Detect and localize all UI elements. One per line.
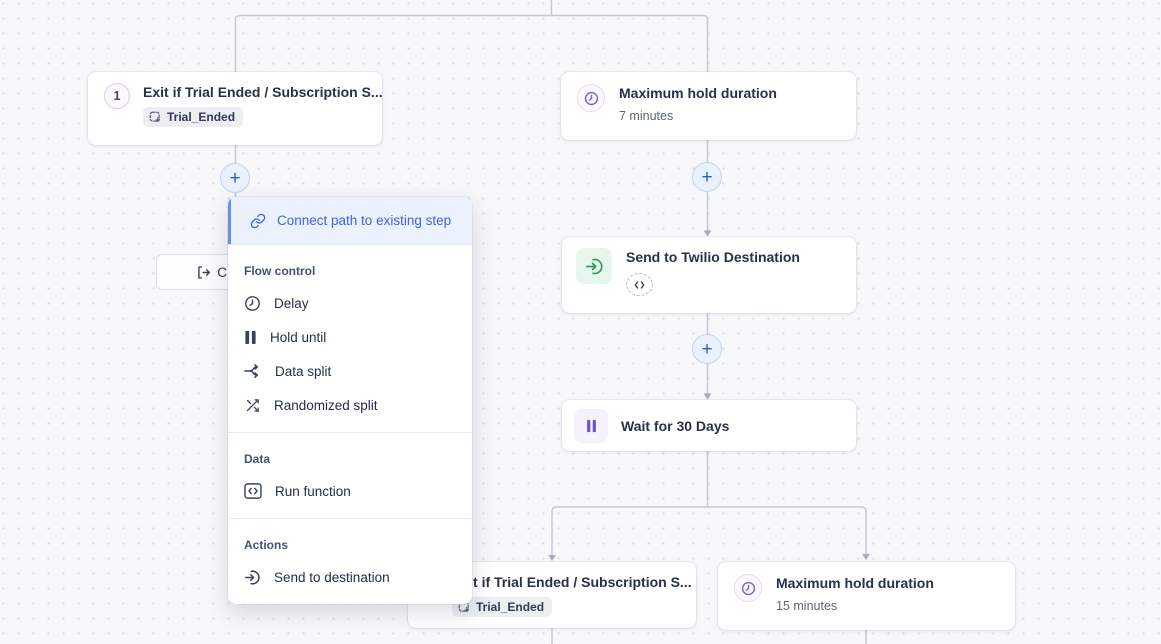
node-exit-rule-top[interactable]: 1 Exit if Trial Ended / Subscription S..… (88, 72, 382, 145)
add-step-button-right-2[interactable]: + (692, 334, 722, 364)
menu-section-header: Data (244, 452, 271, 466)
function-source-badge (626, 273, 653, 296)
step-number-badge: 1 (104, 83, 130, 109)
pause-icon (574, 408, 608, 443)
pause-icon (245, 330, 256, 344)
plus-icon: + (701, 338, 713, 360)
exit-step-partial[interactable]: C (156, 254, 238, 290)
menu-item-label: Delay (274, 295, 309, 311)
menu-section-header: Flow control (244, 264, 316, 278)
menu-item-randomized-split[interactable]: Randomized split (228, 388, 472, 422)
menu-item-label: Send to destination (274, 569, 390, 585)
node-send-to-destination[interactable]: Send to Twilio Destination (562, 237, 856, 313)
menu-item-label: Connect path to existing step (277, 213, 452, 228)
menu-divider (228, 244, 472, 245)
menu-divider (228, 518, 472, 519)
node-title: Maximum hold duration (776, 575, 934, 591)
node-max-hold-top[interactable]: Maximum hold duration 7 minutes (561, 72, 856, 140)
node-title: Maximum hold duration (619, 85, 777, 101)
add-step-button-right-1[interactable]: + (692, 162, 722, 192)
plus-icon: + (701, 166, 713, 188)
send-to-destination-icon (576, 248, 612, 284)
node-title: Exit if Trial Ended / Subscription S... (143, 84, 382, 100)
menu-section-flow-control: Flow control Delay Hold until Data split… (228, 245, 472, 432)
add-step-button-left[interactable]: + (220, 163, 250, 193)
partial-label: C (217, 264, 227, 280)
audience-tag-label: Trial_Ended (167, 110, 236, 124)
menu-section-data: Data Run function (228, 433, 472, 518)
node-subtitle: 15 minutes (776, 599, 838, 613)
node-subtitle: 7 minutes (619, 109, 674, 123)
send-to-destination-icon (244, 569, 260, 585)
menu-item-run-function[interactable]: Run function (228, 474, 472, 508)
menu-item-label: Hold until (270, 329, 327, 345)
menu-divider (228, 432, 472, 433)
node-title: Send to Twilio Destination (626, 249, 800, 265)
menu-item-label: Run function (275, 483, 351, 499)
clock-icon (734, 574, 762, 602)
menu-section-actions: Actions Send to destination (228, 519, 472, 604)
clock-icon (245, 295, 260, 311)
audience-tag: Trial_Ended (143, 107, 244, 127)
add-step-menu: Connect path to existing step Flow contr… (228, 197, 472, 604)
menu-item-delay[interactable]: Delay (228, 286, 472, 320)
menu-item-connect-path[interactable]: Connect path to existing step (228, 197, 472, 244)
audience-tag-label: Trial_Ended (476, 600, 545, 614)
menu-item-label: Randomized split (274, 397, 378, 413)
menu-item-send-to-destination[interactable]: Send to destination (228, 560, 472, 594)
plus-icon: + (229, 167, 241, 189)
clock-icon (577, 84, 605, 112)
menu-item-label: Data split (275, 363, 332, 379)
node-max-hold-bottom[interactable]: Maximum hold duration 15 minutes (718, 562, 1015, 630)
exit-icon (198, 265, 211, 279)
shuffle-icon (246, 398, 259, 412)
menu-item-data-split[interactable]: Data split (228, 354, 472, 388)
menu-section-header: Actions (244, 538, 289, 552)
link-icon (250, 213, 266, 228)
code-icon (244, 483, 262, 499)
node-wait[interactable]: Wait for 30 Days (562, 400, 856, 451)
data-split-icon (244, 364, 259, 378)
menu-item-hold-until[interactable]: Hold until (228, 320, 472, 354)
node-title: Exit if Trial Ended / Subscription S... (452, 574, 692, 590)
node-title: Wait for 30 Days (621, 417, 730, 434)
code-icon (634, 280, 645, 289)
audience-icon (149, 111, 161, 122)
